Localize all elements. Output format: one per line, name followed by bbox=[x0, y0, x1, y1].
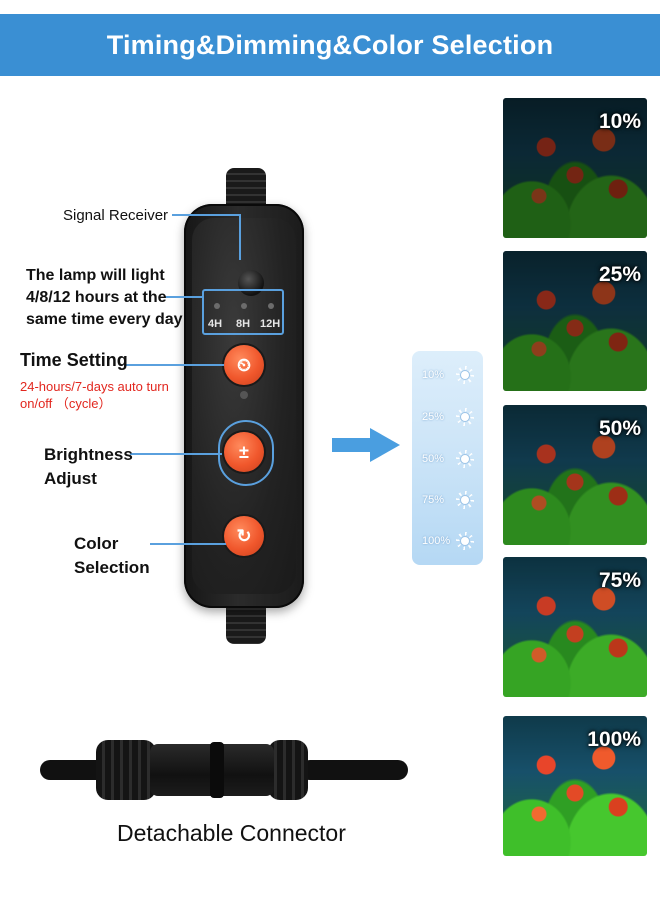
panel-level-label: 100% bbox=[422, 535, 451, 547]
callout-line-brightness bbox=[130, 453, 222, 455]
auto-turn-note: 24-hours/7-days auto turn on/off （cycle） bbox=[20, 379, 169, 411]
panel-row-50: 50% bbox=[412, 439, 483, 479]
led-8h bbox=[241, 303, 247, 309]
callout-line-signal-drop bbox=[239, 214, 241, 260]
arrow-right-head bbox=[370, 428, 400, 462]
sun-icon bbox=[456, 491, 474, 509]
timer-icon: ⏲ bbox=[236, 354, 252, 375]
callout-line-color bbox=[150, 543, 226, 545]
connector-wire-right bbox=[300, 760, 408, 780]
aquarium-tile-100: 100% bbox=[503, 716, 647, 856]
panel-level-label: 50% bbox=[422, 453, 445, 465]
lamp-light-label: The lamp will light 4/8/12 hours at the … bbox=[26, 267, 183, 328]
brightness-adjust-button[interactable]: ± bbox=[224, 432, 264, 472]
color-selection-button[interactable]: ↻ bbox=[224, 516, 264, 556]
time-setting-button[interactable]: ⏲ bbox=[224, 345, 264, 385]
sun-icon bbox=[456, 366, 474, 384]
sun-icon bbox=[456, 408, 474, 426]
brightness-level-panel: 10% 25% 50% 75% 100% bbox=[412, 351, 483, 565]
led-label-12h: 12H bbox=[260, 318, 281, 330]
arrow-right-icon bbox=[332, 438, 374, 452]
tile-level-label: 100% bbox=[587, 728, 641, 751]
timer-led-group: 4H 8H 12H bbox=[202, 289, 284, 335]
panel-level-label: 75% bbox=[422, 494, 445, 506]
connector-grip-right bbox=[268, 740, 308, 800]
panel-row-25: 25% bbox=[412, 397, 483, 437]
aquarium-tile-50: 50% bbox=[503, 405, 647, 545]
title-banner: Timing&Dimming&Color Selection bbox=[0, 14, 660, 76]
panel-row-100: 100% bbox=[412, 521, 483, 561]
sun-icon bbox=[456, 532, 474, 550]
led-label-4h: 4H bbox=[208, 318, 223, 330]
tile-level-label: 75% bbox=[598, 569, 641, 592]
led-4h bbox=[214, 303, 220, 309]
time-setting-label: Time Setting bbox=[20, 350, 128, 370]
tile-level-label: 25% bbox=[598, 263, 641, 286]
tile-level-label: 10% bbox=[598, 110, 641, 133]
tile-level-label: 50% bbox=[598, 417, 641, 440]
callout-line-time bbox=[124, 364, 224, 366]
aquarium-tile-10: 10% bbox=[503, 98, 647, 238]
panel-level-label: 10% bbox=[422, 369, 445, 381]
signal-receiver-label: Signal Receiver bbox=[63, 207, 169, 224]
indicator-dot bbox=[240, 391, 248, 399]
detachable-connector-label: Detachable Connector bbox=[117, 820, 346, 846]
callout-line-lamp bbox=[164, 296, 202, 298]
aquarium-tile-25: 25% bbox=[503, 251, 647, 391]
tile-shade bbox=[503, 405, 647, 545]
banner-title: Timing&Dimming&Color Selection bbox=[106, 29, 554, 60]
panel-row-10: 10% bbox=[412, 355, 483, 395]
color-selection-label: Color Selection bbox=[74, 534, 150, 577]
plus-minus-icon: ± bbox=[239, 441, 249, 462]
panel-level-label: 25% bbox=[422, 411, 445, 423]
brightness-label: Brightness Adjust bbox=[44, 445, 133, 488]
callout-line-signal bbox=[172, 214, 240, 216]
tile-shade bbox=[503, 251, 647, 391]
led-12h bbox=[268, 303, 274, 309]
connector-grip-left bbox=[96, 740, 156, 800]
signal-receiver-sensor bbox=[238, 270, 264, 296]
led-label-8h: 8H bbox=[236, 318, 251, 330]
connector-seam bbox=[210, 742, 224, 798]
aquarium-tile-75: 75% bbox=[503, 557, 647, 697]
sun-icon bbox=[456, 450, 474, 468]
remote-controller bbox=[184, 204, 304, 608]
cycle-icon: ↻ bbox=[236, 525, 252, 546]
tile-shade bbox=[503, 557, 647, 697]
panel-row-75: 75% bbox=[412, 480, 483, 520]
tile-shade bbox=[503, 98, 647, 238]
